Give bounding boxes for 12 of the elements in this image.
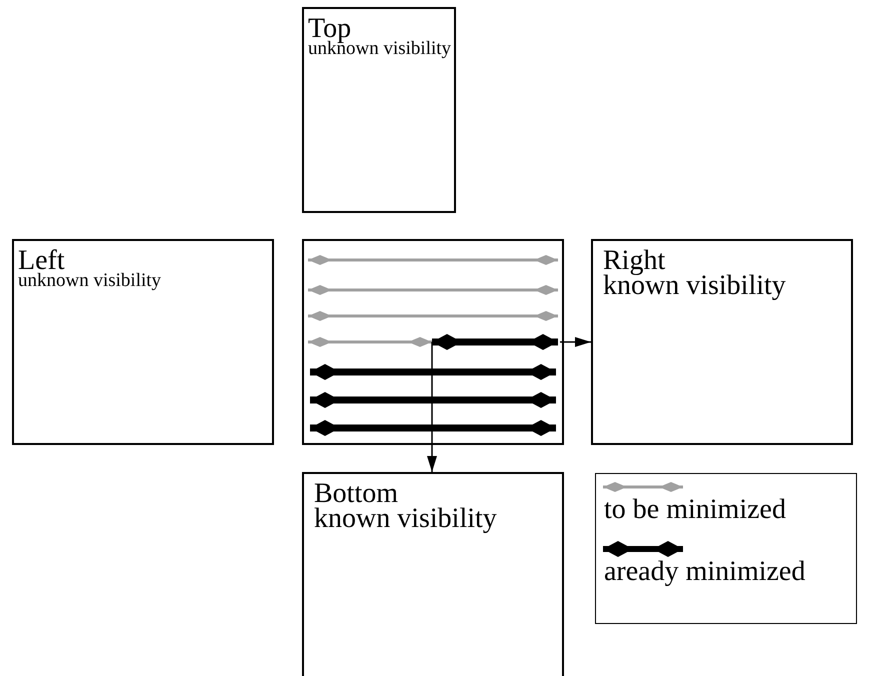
panel-title: Bottom — [314, 480, 398, 508]
panel-box — [591, 239, 853, 445]
arrow — [427, 342, 437, 472]
panel-box — [12, 239, 274, 445]
legend-label: to be minimized — [604, 496, 786, 524]
legend-label: aready minimized — [604, 558, 806, 586]
arrow — [560, 337, 591, 347]
panel-box — [302, 7, 456, 213]
visibility-label: known visibility — [314, 505, 497, 533]
panel-title: Right — [603, 247, 666, 275]
panel-box — [302, 472, 564, 676]
visibility-label: unknown visibility — [18, 271, 162, 290]
